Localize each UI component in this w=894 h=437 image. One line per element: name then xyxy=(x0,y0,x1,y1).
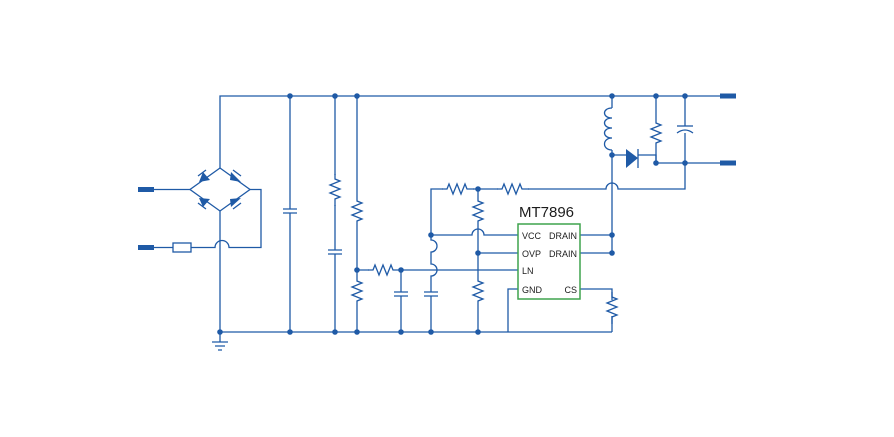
ac-input-terminal-1 xyxy=(138,187,154,192)
ic-chip: MT7896 VCC OVP LN GND DRAIN DRAIN CS xyxy=(517,204,581,300)
rail-wires xyxy=(219,95,720,342)
input-wires xyxy=(154,188,262,249)
bridge-diode-1 xyxy=(199,172,210,182)
resistor-r5 xyxy=(441,183,475,195)
bridge-diode-4 xyxy=(230,198,241,207)
bridge-rectifier xyxy=(188,167,252,212)
current-sense-resistor xyxy=(606,291,618,325)
output-capacitor xyxy=(676,96,694,163)
pin-ln-label: LN xyxy=(522,266,534,276)
output-terminal-negative xyxy=(720,160,736,166)
output-resistor xyxy=(650,96,662,163)
inductor xyxy=(603,107,613,151)
pin-gnd-label: GND xyxy=(522,285,543,295)
pin-vcc-label: VCC xyxy=(522,231,542,241)
ovp-divider xyxy=(472,189,518,332)
cs-sense xyxy=(507,288,618,332)
pin-drain-1-label: DRAIN xyxy=(549,231,577,241)
resistor-r2 xyxy=(351,195,363,229)
junction-dots xyxy=(217,93,688,335)
resistor-r6 xyxy=(496,183,530,195)
pin-cs-label: CS xyxy=(564,285,577,295)
input-capacitor-1 xyxy=(283,96,297,332)
bridge-diode-2 xyxy=(230,172,241,182)
fuse xyxy=(172,242,192,253)
output-terminal-positive xyxy=(720,93,736,99)
capacitor-c3 xyxy=(394,270,408,332)
capacitor-c2 xyxy=(328,249,342,255)
drain-wiring xyxy=(580,96,620,254)
pin-drain-2-label: DRAIN xyxy=(549,249,577,259)
ic-part-number: MT7896 xyxy=(519,204,574,221)
resistor-r8 xyxy=(472,275,484,309)
resistor-r7 xyxy=(472,195,484,229)
resistor-r3 xyxy=(351,275,363,309)
resistor-r1 xyxy=(329,96,341,332)
pin-ovp-label: OVP xyxy=(522,249,541,259)
resistor-r4 xyxy=(367,264,401,276)
output-diode xyxy=(620,149,720,168)
ac-input-terminal-2 xyxy=(138,245,154,250)
bridge-diode-3 xyxy=(199,198,210,207)
ground-symbol xyxy=(212,341,228,351)
